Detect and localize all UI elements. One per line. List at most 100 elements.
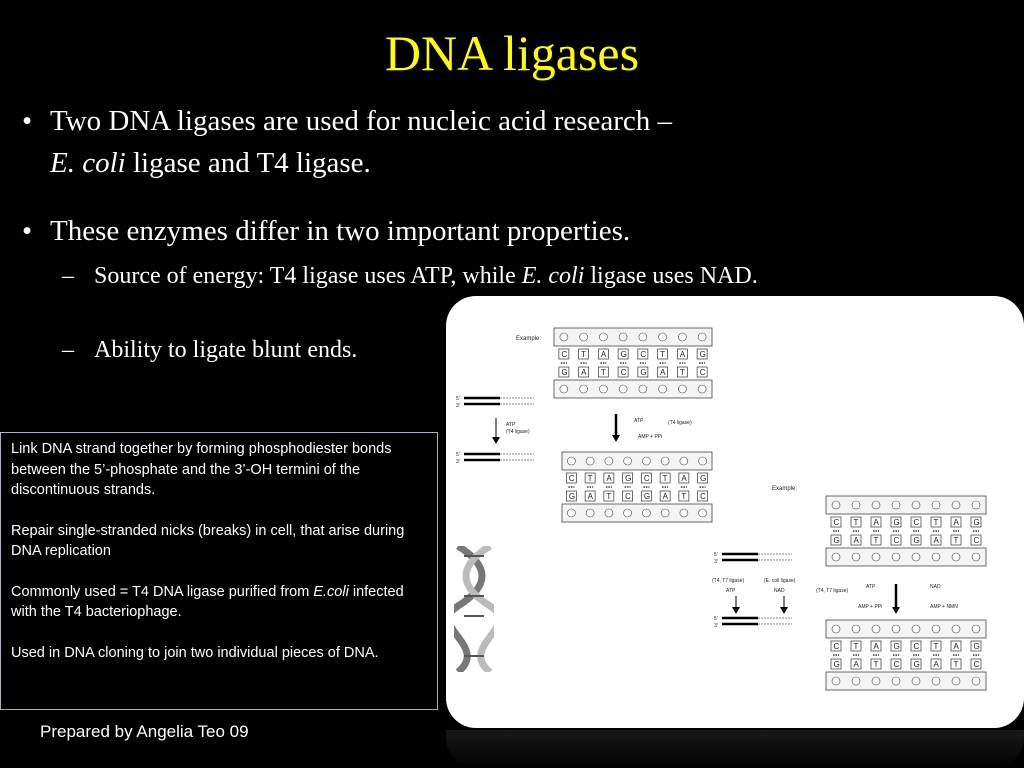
figure-reflection bbox=[446, 730, 1024, 768]
duplex-top-left-a-base-bottom: G bbox=[561, 368, 567, 377]
duplex-right-b-base-box bbox=[910, 658, 922, 670]
duplex-right-b-sugar bbox=[871, 676, 881, 686]
info-paragraph-1: Link DNA strand together by forming phos… bbox=[11, 441, 392, 498]
duplex-top-left-a-base-box bbox=[578, 348, 589, 360]
duplex-top-left-a-base-top: G bbox=[700, 350, 706, 359]
duplex-right-a-base-box bbox=[850, 534, 862, 546]
duplex-right-b-base-box bbox=[850, 640, 862, 652]
info-paragraph-3-b: infected with the T4 bacteriophage. bbox=[11, 583, 404, 621]
duplex-right-a-base-top: C bbox=[834, 518, 840, 527]
t4-t7-label-1: (T4, T7 ligase) bbox=[712, 578, 744, 584]
example-label-2: Example: bbox=[772, 486, 797, 492]
duplex-right-b-base-top: A bbox=[954, 642, 960, 651]
duplex-top-left-b-base-bottom: C bbox=[700, 492, 706, 501]
duplex-top-left-b-top-backbone bbox=[561, 451, 713, 471]
duplex-top-left-b-base-box bbox=[697, 490, 708, 502]
duplex-right-b-sugar bbox=[931, 676, 941, 686]
left-arrow-1-arrow-head bbox=[492, 437, 500, 444]
duplex-top-left-b-base-bottom: T bbox=[606, 492, 611, 501]
duplex-right-a-sugar bbox=[931, 500, 941, 510]
duplex-right-a-base-box bbox=[850, 516, 862, 528]
duplex-right-b-base-top: G bbox=[894, 642, 900, 651]
info-paragraph-3-italic: E.coli bbox=[313, 583, 349, 600]
amp-ppi-label-2: AMP + PPi bbox=[858, 604, 882, 610]
duplex-right-b-sugar bbox=[951, 676, 961, 686]
duplex-top-left-b-base-top: T bbox=[588, 474, 593, 483]
duplex-top-left-b-base-box bbox=[659, 490, 671, 502]
duplex-right-b-base-box bbox=[910, 640, 922, 652]
duplex-right-a-base-box bbox=[970, 516, 982, 528]
duplex-right-b-base-top: T bbox=[934, 642, 939, 651]
duplex-right-a-sugar bbox=[931, 552, 941, 562]
duplex-right-b-top-backbone bbox=[825, 619, 987, 639]
duplex-right-b-base-box bbox=[970, 640, 982, 652]
duplex-top-left-a-base-top: C bbox=[640, 350, 646, 359]
duplex-right-b-base-box bbox=[870, 640, 882, 652]
duplex-top-left-b-base-top: G bbox=[700, 474, 706, 483]
duplex-right-b-sugar bbox=[911, 624, 921, 634]
duplex-right-b-sugar bbox=[851, 624, 861, 634]
t4-ligase-label-1: (T4 ligase) bbox=[506, 429, 530, 435]
duplex-right-a-sugar bbox=[831, 552, 841, 562]
duplex-top-left-a-base-top: T bbox=[660, 350, 665, 359]
duplex-right-a-base-bottom: G bbox=[834, 536, 840, 545]
atp-label-3: ATP bbox=[726, 588, 736, 594]
duplex-top-left-b-base-bottom: A bbox=[588, 492, 594, 501]
duplex-top-left-a-base-top: A bbox=[601, 350, 607, 359]
duplex-top-left-a-base-bottom: C bbox=[621, 368, 627, 377]
strands-right-b-end-label: 5' bbox=[714, 616, 718, 622]
sub-text-1-b: ligase uses NAD. bbox=[584, 263, 758, 289]
duplex-right-a-base-top: C bbox=[914, 518, 920, 527]
duplex-right-b-base-bottom: A bbox=[934, 660, 940, 669]
amp-nmn-label-1: AMP + NMN bbox=[930, 604, 958, 610]
duplex-top-left-a-base-box bbox=[657, 366, 668, 378]
duplex-top-left-a-top-backbone bbox=[553, 327, 713, 347]
atp-label-2: ATP bbox=[634, 418, 644, 424]
duplex-top-left-a-base-top: T bbox=[581, 350, 586, 359]
duplex-right-a-sugar bbox=[951, 500, 961, 510]
duplex-right-a-base-box bbox=[870, 534, 882, 546]
duplex-right-b-sugar bbox=[831, 624, 841, 634]
duplex-top-left-b-base-box bbox=[641, 472, 652, 484]
duplex-right-a-top-backbone bbox=[825, 495, 987, 515]
duplex-top-left-b-sugar bbox=[623, 456, 632, 466]
duplex-top-left-a-sugar bbox=[697, 332, 707, 342]
duplex-right-a-sugar bbox=[851, 500, 861, 510]
duplex-top-left-b-base-box bbox=[584, 472, 596, 484]
duplex-right-b-sugar bbox=[891, 624, 901, 634]
duplex-top-left-b-sugar bbox=[679, 456, 689, 466]
duplex-right-b-base-top: G bbox=[974, 642, 980, 651]
duplex-top-left-b-sugar bbox=[642, 456, 651, 466]
footer-credit: Prepared by Angelia Teo 09 bbox=[40, 722, 249, 741]
duplex-top-left-a-base-box bbox=[598, 366, 609, 378]
bullet-text-1: Two DNA ligases are used for nucleic aci… bbox=[50, 100, 802, 184]
duplex-right-b-sugar bbox=[951, 624, 961, 634]
sub-text-1-italic: E. coli bbox=[521, 263, 585, 289]
sub-bullet-2: – Ability to ligate blunt ends. bbox=[62, 334, 792, 366]
duplex-top-left-b-sugar bbox=[679, 508, 689, 518]
bullet-item-2: • These enzymes differ in two important … bbox=[22, 210, 802, 252]
duplex-right-b-base-box bbox=[930, 640, 942, 652]
duplex-right-a-base-bottom: C bbox=[974, 536, 980, 545]
sub-text-1-a: Source of energy: T4 ligase uses ATP, wh… bbox=[94, 263, 522, 289]
duplex-top-left-b-sugar bbox=[623, 508, 632, 518]
duplex-right-a-base-bottom: G bbox=[914, 536, 920, 545]
strands-left-a-end-label: 3' bbox=[456, 403, 460, 409]
duplex-top-left-a-sugar bbox=[599, 384, 608, 394]
nad-label-1: NAD bbox=[774, 588, 785, 594]
duplex-top-left-b-sugar bbox=[585, 456, 595, 466]
strands-right-a-end-label: 5' bbox=[714, 552, 718, 558]
duplex-top-left-b-base-bottom: T bbox=[681, 492, 686, 501]
duplex-top-left-a-sugar bbox=[658, 384, 667, 394]
duplex-right-a-base-box bbox=[970, 534, 982, 546]
duplex-top-left-a-sugar bbox=[559, 384, 569, 394]
duplex-top-left-a-base-box bbox=[637, 366, 649, 378]
duplex-top-left-b-base-box bbox=[584, 490, 596, 502]
info-paragraph-4: Used in DNA cloning to join two individu… bbox=[11, 644, 379, 661]
duplex-top-left-b-base-box bbox=[603, 490, 615, 502]
duplex-top-left-b-base-top: A bbox=[681, 474, 687, 483]
duplex-right-a-sugar bbox=[831, 500, 841, 510]
duplex-top-left-a-sugar bbox=[579, 384, 588, 394]
duplex-right-a-base-top: T bbox=[854, 518, 859, 527]
center-arrow-2-arrow-head bbox=[892, 607, 900, 614]
